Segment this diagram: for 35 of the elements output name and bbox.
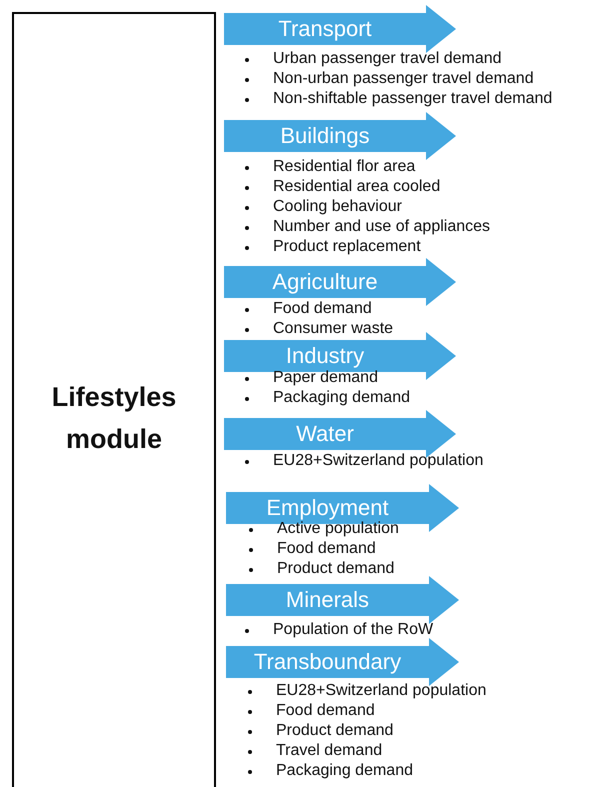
arrow-label: Employment: [265, 494, 390, 521]
arrow-shape: [226, 576, 459, 624]
arrow-label: Transport: [277, 15, 373, 43]
list-item-text: Residential area cooled: [273, 178, 440, 195]
list-item-text: Product replacement: [273, 238, 421, 255]
arrow-shape: [224, 112, 456, 160]
list-item-text: Travel demand: [276, 742, 382, 759]
list-item-text: Number and use of appliances: [273, 218, 490, 235]
list-item-text: EU28+Switzerland population: [273, 452, 484, 469]
list-item-text: Consumer waste: [273, 320, 394, 337]
list-item-text: EU28+Switzerland population: [276, 682, 486, 699]
module-title: Lifestyles module: [50, 381, 178, 456]
list-item-text: Active population: [277, 520, 399, 537]
list-item-text: Food demand: [277, 540, 376, 557]
list-item-text: Product demand: [277, 560, 394, 577]
module-box: [12, 12, 216, 787]
list-item-text: Non-urban passenger travel demand: [273, 70, 534, 87]
arrow-label: Industry: [284, 342, 366, 370]
arrow-label: Agriculture: [271, 268, 379, 296]
list-item-text: Urban passenger travel demand: [273, 50, 502, 67]
arrow-label: Water: [295, 420, 355, 448]
list-item-text: Paper demand: [273, 369, 378, 386]
arrow-label: Transboundary: [252, 648, 402, 676]
list-item-text: Food demand: [276, 702, 375, 719]
arrow-label: Buildings: [279, 122, 371, 150]
arrow-shape: [224, 5, 456, 53]
list-item-text: Population of the RoW: [273, 621, 434, 638]
list-item-text: Cooling behaviour: [273, 198, 402, 215]
list-item-text: Non-shiftable passenger travel demand: [273, 90, 552, 107]
arrow-label: Minerals: [284, 586, 370, 614]
list-item-text: Residential flor area: [273, 158, 416, 175]
list-item-text: Packaging demand: [273, 389, 410, 406]
list-item-text: Food demand: [273, 300, 372, 317]
list-item-text: Product demand: [276, 722, 394, 739]
list-item-text: Packaging demand: [276, 762, 413, 779]
